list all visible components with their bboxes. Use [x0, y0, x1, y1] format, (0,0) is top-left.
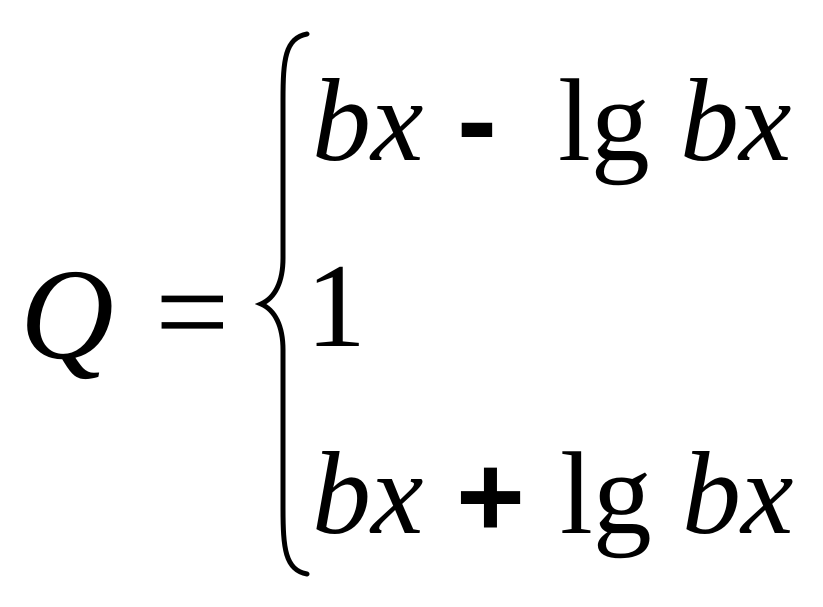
left-curly-brace: [255, 31, 310, 577]
case3-term1: bx: [312, 428, 424, 559]
case1-function: lg: [558, 55, 650, 186]
case1-operator: -: [457, 53, 497, 187]
case3-operator: +: [456, 431, 525, 563]
case2-value: 1: [306, 239, 366, 372]
case3-term2: bx: [682, 428, 794, 559]
case1-term1: bx: [312, 55, 424, 186]
equals-sign: =: [155, 238, 230, 385]
case1-term2: bx: [680, 55, 792, 186]
case3-function: lg: [560, 428, 652, 559]
lhs-variable-q: Q: [20, 243, 114, 387]
